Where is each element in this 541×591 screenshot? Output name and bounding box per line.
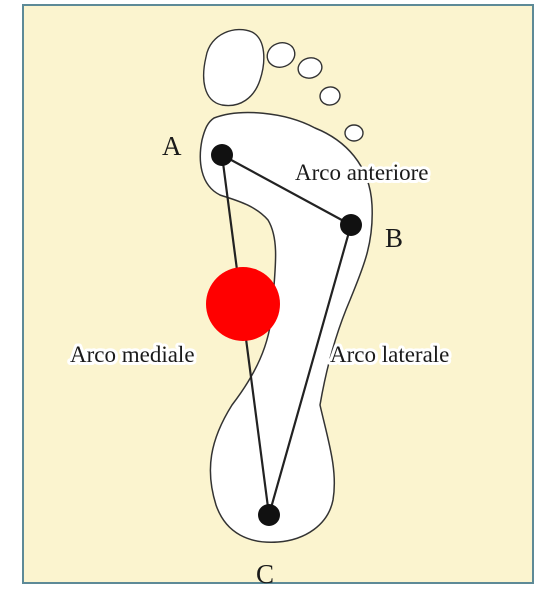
point-b-dot <box>340 214 362 236</box>
red-marker <box>206 267 280 341</box>
toe-3 <box>296 55 324 81</box>
label-arco-anteriore: Arco anteriore <box>295 160 428 185</box>
point-a-dot <box>211 144 233 166</box>
label-arco-laterale: Arco laterale <box>330 342 449 367</box>
label-a: A <box>162 131 182 161</box>
label-c: C <box>256 559 274 589</box>
point-c-dot <box>258 504 280 526</box>
label-arco-mediale: Arco mediale <box>70 342 195 367</box>
toe-2 <box>264 39 299 71</box>
big-toe <box>204 30 264 106</box>
toe-5 <box>345 125 363 141</box>
label-b: B <box>385 223 403 253</box>
toe-4 <box>319 85 342 106</box>
